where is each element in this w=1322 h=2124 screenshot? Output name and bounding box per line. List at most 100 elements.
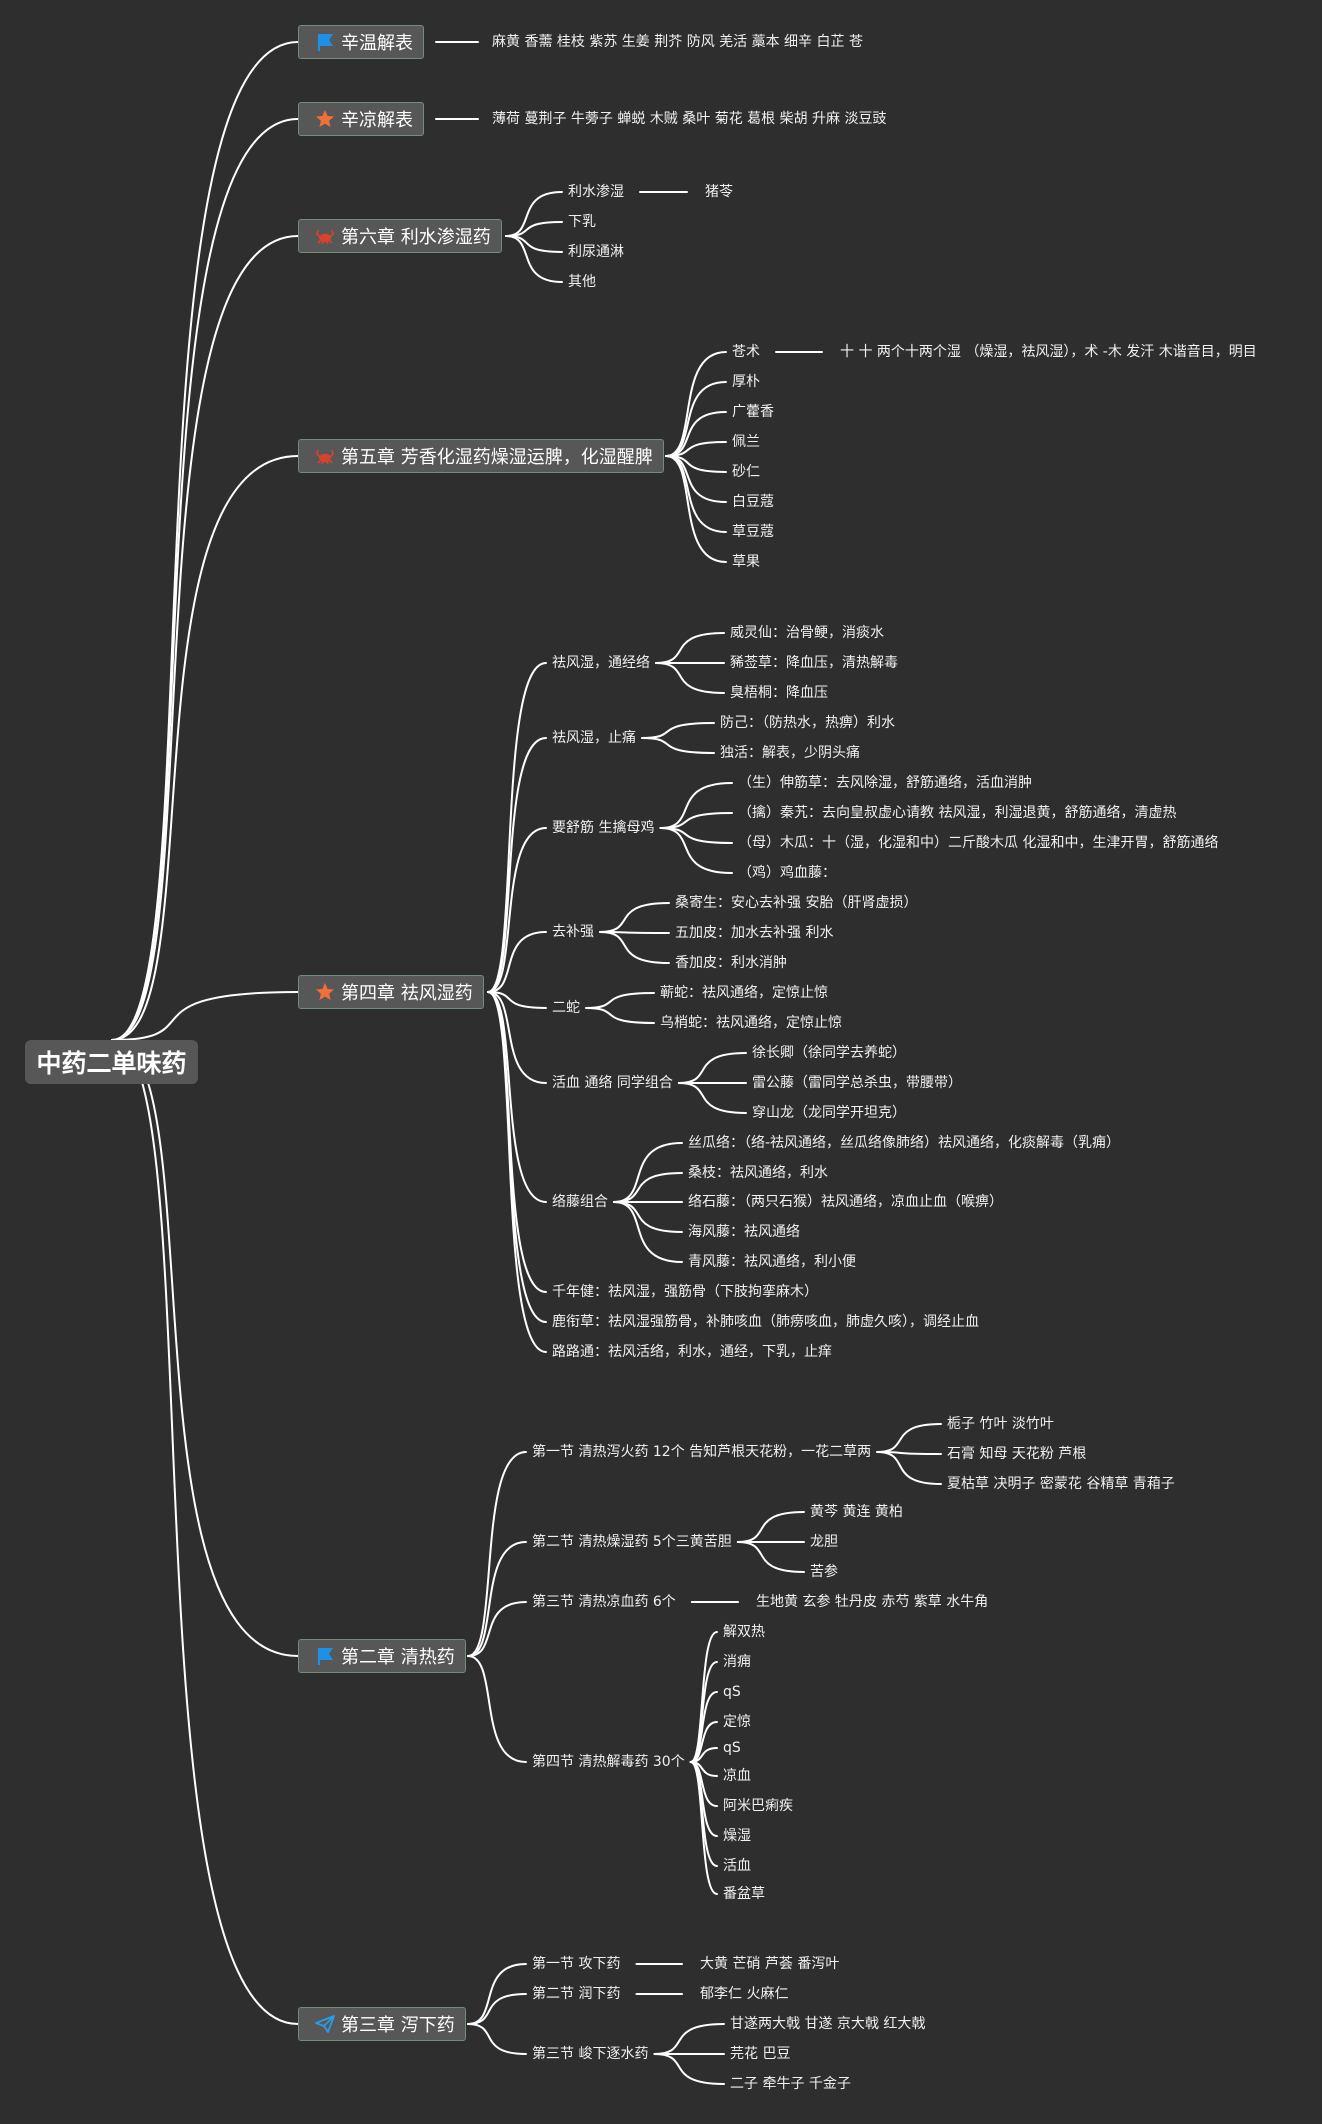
branch-node[interactable]: 下乳 (568, 214, 596, 230)
leaf-node[interactable]: 络石藤：（两只石猴）祛风通络，凉血止血（喉痹） (688, 1194, 1003, 1210)
branch-node[interactable]: 鹿衔草：祛风湿强筋骨，补肺咳血（肺痨咳血，肺虚久咳），调经止血 (552, 1314, 979, 1330)
leaf-node[interactable]: 夏枯草 决明子 密蒙花 谷精草 青葙子 (947, 1476, 1175, 1492)
chapter-node[interactable]: 辛凉解表 (298, 102, 424, 136)
branch-node[interactable]: 第一节 攻下药 (532, 1956, 621, 1972)
leaf-node[interactable]: 大黄 芒硝 芦荟 番泻叶 (700, 1956, 840, 1972)
leaf-node[interactable]: 龙胆 (810, 1534, 838, 1550)
leaf-node[interactable]: 穿山龙（龙同学开坦克） (752, 1105, 906, 1121)
leaf-node[interactable]: 解双热 (723, 1624, 765, 1640)
leaf-node[interactable]: 活血 (723, 1858, 751, 1874)
leaf-node[interactable]: qS (723, 1684, 741, 1700)
leaf-node[interactable]: qS (723, 1740, 741, 1756)
leaf-node[interactable]: 猪苓 (705, 184, 733, 200)
leaf-node[interactable]: 威灵仙：治骨鲠，消痰水 (730, 625, 884, 641)
branch-node[interactable]: 苍术 (732, 344, 760, 360)
leaf-node[interactable]: 雷公藤（雷同学总杀虫，带腰带） (752, 1075, 962, 1091)
connector (659, 812, 733, 829)
connector (487, 991, 547, 1203)
connector (665, 411, 727, 457)
connector (111, 455, 299, 1041)
leaf-node[interactable]: 甘遂两大戟 甘遂 京大戟 红大戟 (730, 2016, 926, 2032)
branch-node[interactable]: 第一节 清热泻火药 12个 告知芦根天花粉，一花二草两 (532, 1444, 872, 1460)
connector (111, 118, 299, 1041)
branch-node[interactable]: 广藿香 (732, 404, 774, 420)
leaf-node[interactable]: （生）伸筋草：去风除湿，舒筋通络，活血消肿 (738, 775, 1032, 791)
leaf-node[interactable]: 徐长卿（徐同学去养蛇） (752, 1045, 906, 1061)
connector (111, 1039, 299, 1657)
leaf-node[interactable]: 石膏 知母 天花粉 芦根 (947, 1446, 1087, 1462)
connector (467, 2023, 527, 2055)
leaf-node[interactable]: 五加皮：加水去补强 利水 (675, 925, 834, 941)
connector (487, 991, 547, 1084)
branch-node[interactable]: 草果 (732, 554, 760, 570)
leaf-node[interactable]: 凉血 (723, 1768, 751, 1784)
branch-node[interactable]: 草豆蔻 (732, 524, 774, 540)
leaf-node[interactable]: 香加皮：利水消肿 (675, 955, 787, 971)
leaf-node[interactable]: 防己：（防热水，热痹）利水 (720, 715, 895, 731)
branch-node[interactable]: 薄荷 蔓荆子 牛蒡子 蝉蜕 木贼 桑叶 菊花 葛根 柴胡 升麻 淡豆豉 (492, 111, 887, 127)
branch-node[interactable]: 利尿通淋 (568, 244, 624, 260)
leaf-node[interactable]: 臭梧桐：降血压 (730, 685, 828, 701)
branch-node[interactable]: 第四节 清热解毒药 30个 (532, 1754, 685, 1770)
chapter-node[interactable]: 第三章 泻下药 (298, 2007, 466, 2041)
leaf-node[interactable]: 豨莶草：降血压，清热解毒 (730, 655, 898, 671)
leaf-node[interactable]: 消痈 (723, 1654, 751, 1670)
branch-node[interactable]: 千年健：祛风湿，强筋骨（下肢拘挛麻木） (552, 1284, 818, 1300)
branch-node[interactable]: 祛风湿，通经络 (552, 655, 650, 671)
branch-node[interactable]: 二蛇 (552, 1000, 580, 1016)
leaf-node[interactable]: 独活：解表，少阴头痛 (720, 745, 860, 761)
leaf-node[interactable]: 桑枝：祛风通络，利水 (688, 1165, 828, 1181)
leaf-node[interactable]: 燥湿 (723, 1828, 751, 1844)
chapter-node[interactable]: 第四章 祛风湿药 (298, 975, 484, 1009)
root-topic[interactable]: 中药二单味药 (25, 1040, 198, 1084)
branch-node[interactable]: 佩兰 (732, 434, 760, 450)
leaf-node[interactable]: 生地黄 玄参 牡丹皮 赤芍 紫草 水牛角 (756, 1594, 989, 1610)
leaf-node[interactable]: 定惊 (723, 1714, 751, 1730)
leaf-node[interactable]: 苦参 (810, 1564, 838, 1580)
leaf-node[interactable]: 海风藤：祛风通络 (688, 1224, 800, 1240)
leaf-node[interactable]: 十 十 两个十两个湿 （燥湿，祛风湿），术 -木 发汗 木谐音目，明目 (840, 344, 1257, 360)
branch-node[interactable]: 第二节 清热燥湿药 5个三黄苦胆 (532, 1534, 732, 1550)
chapter-node[interactable]: 第五章 芳香化湿药燥湿运脾，化湿醒脾 (298, 439, 664, 473)
leaf-node[interactable]: 番盆草 (723, 1886, 765, 1902)
connector (599, 902, 670, 933)
star-icon (315, 982, 335, 1002)
chapter-node[interactable]: 第二章 清热药 (298, 1639, 466, 1673)
branch-node[interactable]: 利水渗湿 (568, 184, 624, 200)
branch-node[interactable]: 祛风湿，止痛 (552, 730, 636, 746)
leaf-node[interactable]: 乌梢蛇：祛风通络，定惊止惊 (660, 1015, 842, 1031)
leaf-node[interactable]: 蕲蛇：祛风通络，定惊止惊 (660, 985, 828, 1001)
connector (487, 662, 547, 993)
leaf-node[interactable]: （擒）秦艽：去向皇叔虚心请教 祛风湿，利湿退黄，舒筋通络，清虚热 (738, 805, 1177, 821)
connector (665, 455, 727, 563)
branch-node[interactable]: 络藤组合 (552, 1194, 608, 1210)
branch-node[interactable]: 路路通：祛风活络，利水，通经，下乳，止痒 (552, 1344, 832, 1360)
leaf-node[interactable]: 丝瓜络：（络-祛风通络，丝瓜络像肺络）祛风通络，化痰解毒（乳痈） (688, 1135, 1121, 1151)
leaf-node[interactable]: 桑寄生：安心去补强 安胎（肝肾虚损） (675, 895, 918, 911)
branch-node[interactable]: 砂仁 (732, 464, 760, 480)
branch-node[interactable]: 去补强 (552, 924, 594, 940)
branch-node[interactable]: 活血 通络 同学组合 (552, 1075, 673, 1091)
leaf-node[interactable]: 芫花 巴豆 (730, 2046, 791, 2062)
branch-node[interactable]: 第三节 清热凉血药 6个 (532, 1594, 676, 1610)
branch-node[interactable]: 白豆蔻 (732, 494, 774, 510)
branch-node[interactable]: 厚朴 (732, 374, 760, 390)
chapter-node[interactable]: 辛温解表 (298, 25, 424, 59)
leaf-node[interactable]: 二子 牵牛子 千金子 (730, 2076, 851, 2092)
leaf-node[interactable]: 黄芩 黄连 黄柏 (810, 1504, 903, 1520)
leaf-node[interactable]: 阿米巴痢疾 (723, 1798, 793, 1814)
chapter-node[interactable]: 第六章 利水渗湿药 (298, 219, 502, 253)
connector (659, 782, 733, 829)
leaf-node[interactable]: 青风藤：祛风通络，利小便 (688, 1254, 856, 1270)
branch-node[interactable]: 第二节 润下药 (532, 1986, 621, 2002)
leaf-node[interactable]: 郁李仁 火麻仁 (700, 1986, 789, 2002)
leaf-node[interactable]: （鸡）鸡血藤： (738, 865, 836, 881)
connector (659, 827, 733, 874)
leaf-node[interactable]: （母）木瓜：十（湿，化湿和中）二斤酸木瓜 化湿和中，生津开胃，舒筋通络 (738, 835, 1219, 851)
connector (487, 991, 547, 1009)
leaf-node[interactable]: 栀子 竹叶 淡竹叶 (947, 1416, 1054, 1432)
branch-node[interactable]: 第三节 峻下逐水药 (532, 2046, 649, 2062)
branch-node[interactable]: 麻黄 香薷 桂枝 紫苏 生姜 荆芥 防风 羌活 藁本 细辛 白芷 苍 (492, 34, 863, 50)
branch-node[interactable]: 其他 (568, 274, 596, 290)
branch-node[interactable]: 要舒筋 生擒母鸡 (552, 820, 655, 836)
